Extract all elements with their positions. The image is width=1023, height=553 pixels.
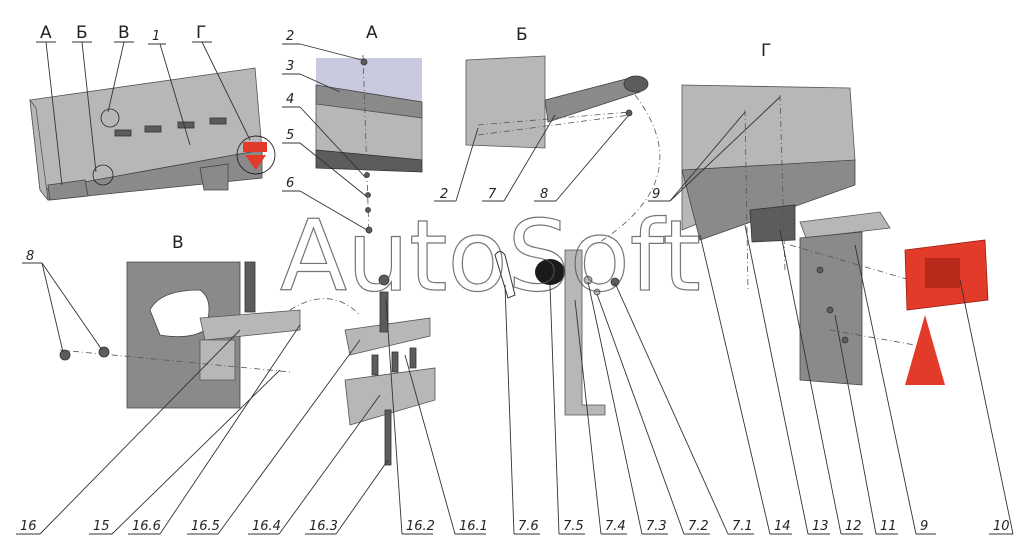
- callout-8-a: 8: [540, 187, 548, 202]
- callout-9-b: 9: [920, 519, 928, 534]
- callout-4: 4: [286, 92, 294, 107]
- view-a-detail: [315, 54, 423, 236]
- callout-1: 1: [152, 29, 160, 44]
- callout-7-6: 7.6: [518, 519, 539, 534]
- callout-16-6: 16.6: [132, 519, 161, 534]
- callout-3: 3: [286, 59, 294, 74]
- callout-6: 6: [286, 176, 294, 191]
- callout-16-3: 16.3: [309, 519, 338, 534]
- watermark-text: AutoSoft: [280, 200, 701, 314]
- view-label-g: Г: [196, 23, 206, 43]
- callout-13: 13: [812, 519, 829, 534]
- callout-7-1: 7.1: [732, 519, 753, 534]
- callout-12: 12: [845, 519, 862, 534]
- callout-7-3: 7.3: [646, 519, 667, 534]
- callout-10: 10: [993, 519, 1010, 534]
- callout-16: 16: [20, 519, 37, 534]
- view-label-b: Б: [76, 23, 88, 43]
- view-g-detail: [681, 84, 989, 386]
- callout-16-5: 16.5: [191, 519, 220, 534]
- callout-2-a: 2: [286, 29, 294, 44]
- callout-2-b: 2: [440, 187, 448, 202]
- view-a-title: А: [366, 23, 378, 43]
- callout-7: 7: [488, 187, 497, 202]
- callout-7-4: 7.4: [605, 519, 626, 534]
- callout-8-b: 8: [26, 249, 34, 264]
- view-label-v: В: [118, 23, 130, 43]
- callout-7-5: 7.5: [563, 519, 584, 534]
- view-label-a: А: [40, 23, 52, 43]
- view-v-title: В: [172, 233, 184, 253]
- bracket-exploded: [289, 94, 661, 416]
- callout-16-4: 16.4: [252, 519, 281, 534]
- top-callouts: 1 2 3 4 5 6 2 7 8 9 8: [22, 29, 781, 353]
- callout-11: 11: [880, 519, 897, 534]
- view-b-detail: [465, 55, 649, 149]
- bottom-callouts: 16 15 16.6 16.5 16.4 16.3 16.2 16.1 7.6 …: [16, 224, 1014, 535]
- callout-5: 5: [286, 128, 294, 143]
- callout-15: 15: [93, 519, 110, 534]
- callout-16-1: 16.1: [459, 519, 488, 534]
- view-v-detail: [59, 261, 301, 409]
- overview-assembly: [29, 67, 276, 202]
- view-b-title: Б: [516, 25, 528, 45]
- view-g-title: Г: [761, 41, 771, 61]
- callout-9-a: 9: [652, 187, 660, 202]
- callout-7-2: 7.2: [688, 519, 709, 534]
- callout-14: 14: [774, 519, 791, 534]
- callout-16-2: 16.2: [406, 519, 435, 534]
- view-labels: А Б В Г А Б В Г: [36, 23, 771, 253]
